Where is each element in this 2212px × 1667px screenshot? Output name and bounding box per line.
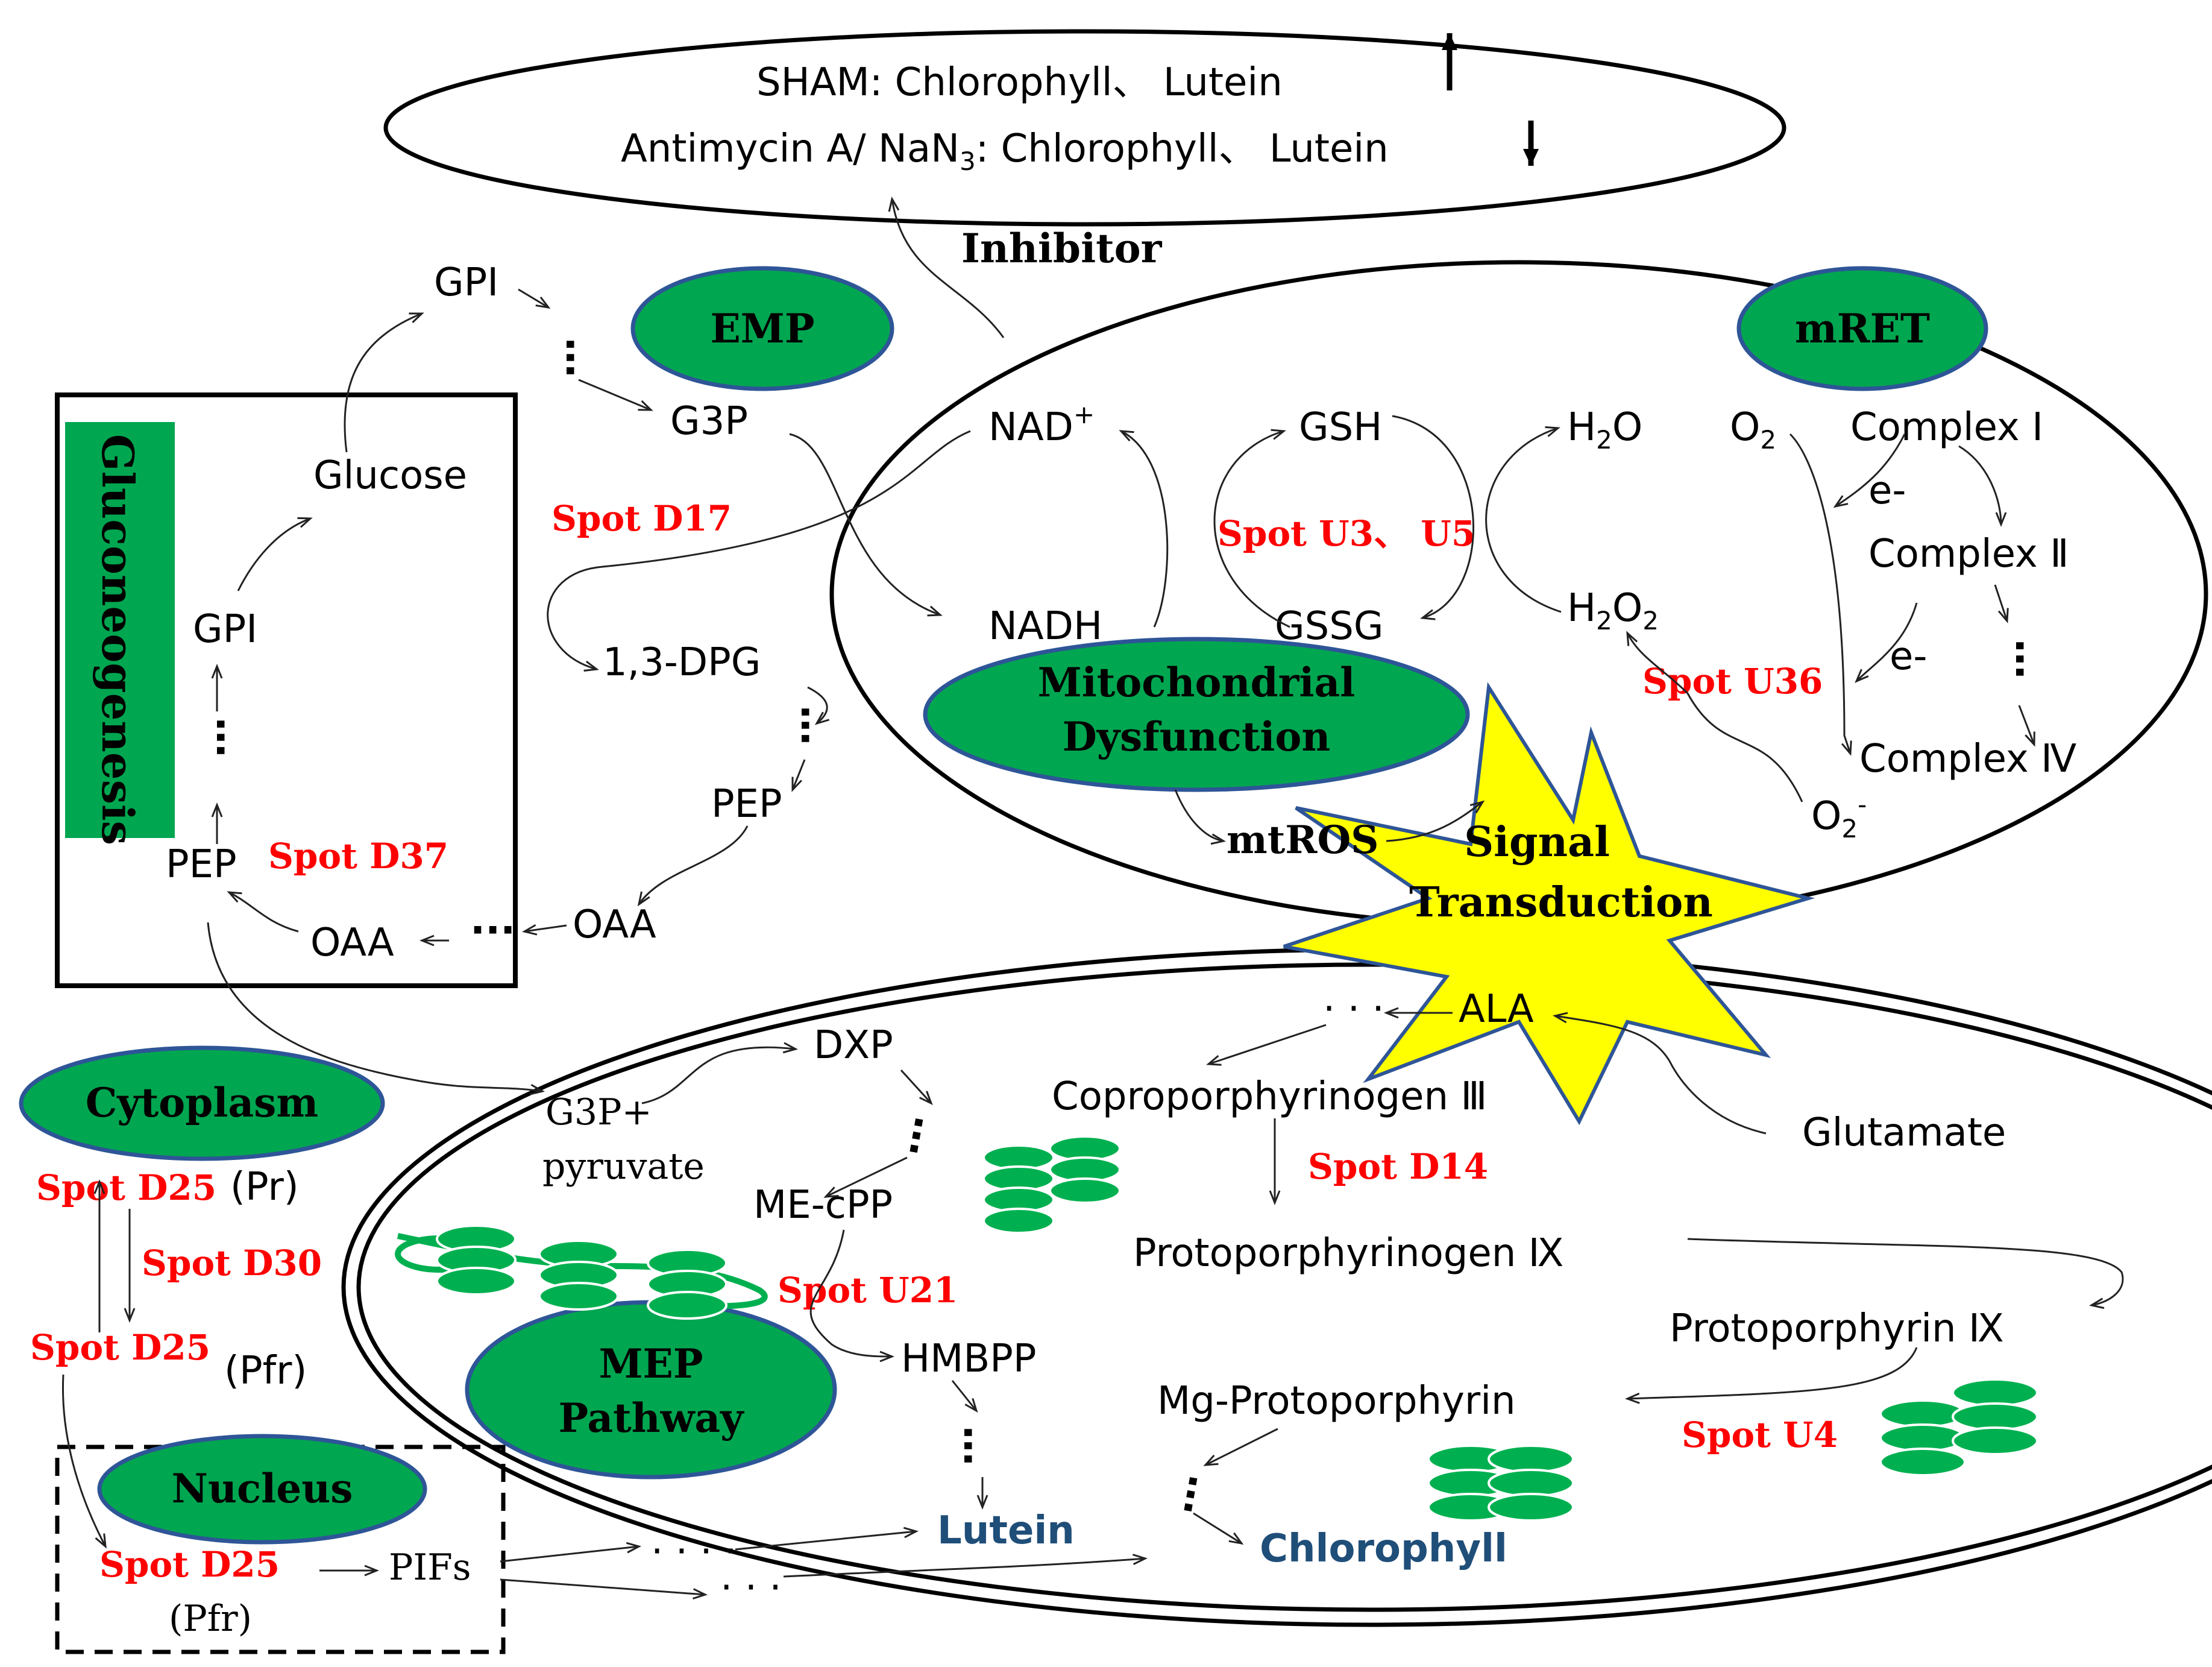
mg-protoporphyrin-label: Mg-Protoporphyrin	[1157, 1379, 1516, 1423]
svg-text:Transduction: Transduction	[1409, 878, 1713, 927]
dots-dxp-mecpp: …	[900, 1114, 952, 1161]
dots-ala: · · ·	[1323, 987, 1384, 1032]
chloroplast	[342, 947, 2212, 1627]
dxp-label: DXP	[814, 1023, 893, 1068]
gpi-top-label: GPI	[434, 260, 498, 305]
complex-4-label: Complex Ⅳ	[1859, 737, 2076, 781]
nadh-label: NADH	[988, 604, 1102, 649]
g3p-pyruvate-label-1: G3P+	[545, 1091, 652, 1133]
mep-pathway-ellipse: MEP Pathway	[465, 1300, 837, 1480]
ala-label: ALA	[1459, 987, 1534, 1032]
complex-1-label: Complex Ⅰ	[1850, 405, 2043, 450]
superoxide-label: O2-	[1811, 790, 1867, 843]
pep-right-label: PEP	[711, 782, 782, 827]
dots-oaa-oaa: ···	[470, 907, 515, 953]
mecpp-label: ME-cPP	[753, 1183, 893, 1227]
oaa-left-label: OAA	[310, 921, 394, 965]
h2o-label: H2O	[1567, 405, 1642, 455]
dpg-label: 1,3-DPG	[603, 640, 761, 685]
glutamate-label: Glutamate	[1802, 1111, 2006, 1155]
mret-ellipse: mRET	[1736, 266, 1988, 391]
pifs-label: PIFs	[389, 1546, 471, 1589]
spot-u36-label: Spot U36	[1642, 661, 1823, 702]
spot-d25-nucleus-label: Spot D25	[99, 1544, 280, 1585]
svg-text:Nucleus: Nucleus	[172, 1465, 353, 1512]
svg-text:MEP: MEP	[599, 1340, 703, 1387]
dots-nucleus-1: · · · ·	[651, 1530, 737, 1574]
svg-text:Signal: Signal	[1464, 818, 1610, 866]
thylakoid-stack-icon-3	[1427, 1445, 1574, 1522]
pfr-label: (Pfr)	[224, 1349, 307, 1393]
h2o2-label: H2O2	[1567, 586, 1659, 635]
g3p-label: G3P	[670, 399, 748, 444]
antimycin-result-text: Antimycin A/ NaN3: Chlorophyll、 Lutein	[621, 127, 1389, 176]
inhibitor-results-box: SHAM: Chlorophyll、 Lutein Antimycin A/ N…	[383, 29, 1786, 227]
inhibitor-arrow	[892, 199, 1005, 338]
chlorophyll-label: Chlorophyll	[1260, 1527, 1507, 1571]
cytoplasm-ellipse: Cytoplasm	[19, 1045, 385, 1161]
dots-nucleus-2: · · ·	[720, 1566, 782, 1610]
inhibitor-label: Inhibitor	[961, 225, 1163, 272]
sham-result-text: SHAM: Chlorophyll、 Lutein	[756, 60, 1283, 105]
pep-left-label: PEP	[166, 842, 237, 887]
signal-transduction-burst-icon: Signal Transduction	[1283, 682, 1815, 1126]
protoporphyrinogen-label: Protoporphyrinogen Ⅸ	[1133, 1231, 1563, 1276]
glucose-label: Glucose	[313, 453, 467, 498]
pfr-nucleus-label: (Pfr)	[169, 1598, 252, 1640]
o2-label: O2	[1730, 405, 1776, 455]
emp-ellipse: EMP	[630, 266, 894, 391]
dots-pep-gpi: …	[207, 717, 254, 757]
gluconeogenesis-label-bg	[65, 422, 175, 838]
gssg-label: GSSG	[1275, 604, 1383, 649]
complex-2-label: Complex Ⅱ	[1868, 532, 2069, 576]
svg-text:mRET: mRET	[1795, 305, 1930, 352]
thylakoid-stack-icon-1	[982, 1135, 1121, 1234]
svg-text:Mitochondrial: Mitochondrial	[1038, 659, 1356, 706]
mitochondrial-dysfunction-ellipse: Mitochondrial Dysfunction	[923, 637, 1470, 792]
thylakoid-stack-icon-4	[1879, 1378, 2038, 1476]
spot-d37-label: Spot D37	[268, 836, 448, 877]
protoporphyrin-label: Protoporphyrin Ⅸ	[1670, 1306, 2004, 1351]
svg-text:EMP: EMP	[711, 305, 815, 352]
nad-label: NAD+	[988, 400, 1095, 450]
svg-text:Cytoplasm: Cytoplasm	[86, 1079, 318, 1126]
nucleus-box	[55, 1445, 506, 1654]
electron-label-2: e-	[1890, 634, 1927, 679]
coproporphyrinogen-label: Coproporphyrinogen Ⅲ	[1052, 1074, 1488, 1119]
dots-hmbpp-lutein: …	[955, 1426, 1001, 1466]
dots-complex-chain: …	[2006, 639, 2053, 679]
dots-dpg-pep: …	[792, 705, 838, 745]
hmbpp-label: HMBPP	[901, 1337, 1036, 1381]
mtros-label: mtROS	[1227, 818, 1378, 863]
thylakoid-stack-icon-2	[395, 1224, 768, 1320]
nucleus-ellipse: Nucleus	[97, 1434, 427, 1545]
g3p-pyruvate-label-2: pyruvate	[542, 1145, 705, 1188]
spot-u4-label: Spot U4	[1682, 1414, 1838, 1455]
gpi-left-label: GPI	[193, 607, 257, 652]
oaa-right-label: OAA	[573, 903, 656, 947]
gluconeogenesis-box	[55, 392, 518, 988]
spot-d25-pfr-label: Spot D25	[30, 1327, 210, 1368]
dots-gpi-g3p: …	[557, 338, 603, 377]
spot-d17-label: Spot D17	[551, 498, 732, 539]
spot-u21-label: Spot U21	[778, 1270, 958, 1311]
gsh-label: GSH	[1299, 405, 1382, 450]
spot-u3-u5-label: Spot U3、 U5	[1218, 513, 1475, 554]
gluconeogenesis-label: Gluconeogenesis	[92, 434, 143, 845]
svg-text:Dysfunction: Dysfunction	[1063, 713, 1331, 760]
spot-d30-label: Spot D30	[142, 1243, 322, 1284]
dots-mg-chl: …	[1174, 1472, 1227, 1519]
lutein-label: Lutein	[937, 1508, 1075, 1553]
spot-d14-label: Spot D14	[1308, 1146, 1488, 1187]
svg-text:Pathway: Pathway	[558, 1394, 744, 1442]
pr-label: (Pr)	[230, 1165, 299, 1209]
spot-d25-pr-label: Spot D25	[36, 1167, 216, 1208]
